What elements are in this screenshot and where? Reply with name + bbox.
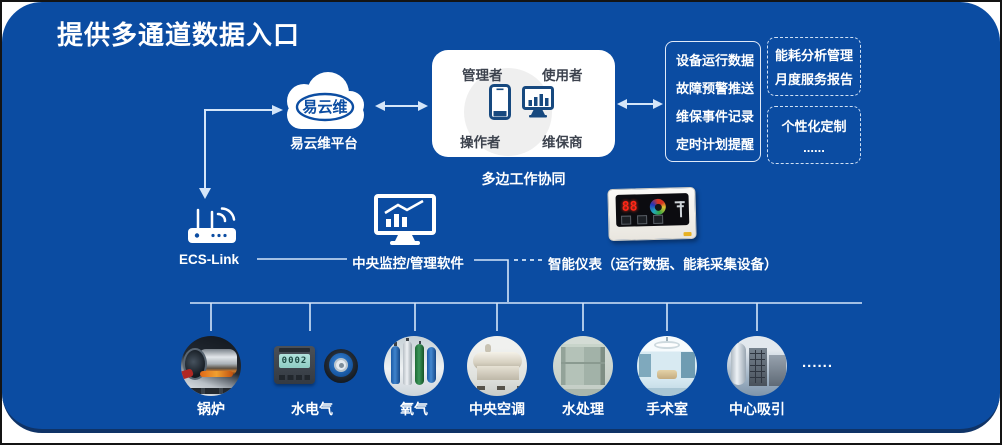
- gas-cylinder: [427, 347, 436, 384]
- smart-meter-panel: 88: [607, 186, 697, 242]
- desktop-bars-icon: [522, 86, 554, 118]
- utility-meter-photo: 0002: [274, 346, 315, 384]
- role-user: 使用者: [542, 68, 583, 83]
- custom-item: 个性化定制: [781, 118, 847, 134]
- cloud-platform-label: 易云维平台: [290, 136, 358, 151]
- meter-button: [637, 215, 648, 225]
- ac-feet: [476, 385, 519, 390]
- gas-cylinder: [391, 345, 400, 384]
- connector-lines: [190, 99, 862, 331]
- meter-top-strip: [279, 348, 310, 352]
- treatment-cabinet: [560, 344, 606, 386]
- meter-button: [621, 215, 632, 225]
- boiler-flame: [200, 371, 233, 377]
- features-box: 设备运行数据 故障预警推送 维保事件记录 定时计划提醒: [665, 41, 761, 162]
- energy-item: 能耗分析管理: [774, 48, 853, 63]
- monitoring-software-label: 中央监控/管理软件: [352, 256, 464, 271]
- ac-pipe: [485, 344, 491, 353]
- cylinder-cap: [393, 342, 397, 347]
- central-ac-photo: [467, 336, 527, 396]
- cloud-icon: 易云维: [287, 72, 364, 129]
- connector-cloud-collab: [375, 101, 428, 111]
- meter-button: [653, 214, 664, 224]
- role-manager: 管理者: [462, 68, 503, 83]
- device-label-oxygen: 氧气: [400, 401, 428, 417]
- slide-background: 提供多通道数据入口 易云维 易云维平台 管理者 使用者 操作者 维保商: [2, 2, 1000, 433]
- monitor-chart-icon: [374, 194, 436, 245]
- gas-cylinder: [415, 343, 425, 385]
- meter-digits: 88: [621, 199, 638, 215]
- oxygen-photo: [384, 336, 444, 396]
- smart-meter-label: 智能仪表（运行数据、能耗采集设备）: [548, 257, 778, 272]
- cabinet-floor: [553, 388, 613, 396]
- connector-collab-features: [617, 99, 663, 109]
- surgical-light: [653, 340, 681, 349]
- device-label-utilities: 水电气: [291, 401, 333, 417]
- gateway-label: ECS-Link: [178, 252, 239, 267]
- boiler-base: [187, 387, 237, 394]
- water-treatment-photo: [553, 336, 613, 396]
- device-label-suction: 中心吸引: [729, 401, 785, 417]
- water-meter-photo: [324, 349, 358, 383]
- suction-tank: [731, 343, 746, 386]
- device-bus-line: [190, 302, 862, 331]
- device-label-boiler: 锅炉: [197, 401, 225, 417]
- device-label-ac: 中央空调: [469, 401, 525, 417]
- surgical-light-arm: [666, 337, 669, 342]
- feature-item: 定时计划提醒: [676, 137, 755, 152]
- cylinder-cap: [418, 340, 422, 345]
- collaboration-caption: 多边工作协同: [481, 171, 566, 187]
- operating-room-photo: [637, 336, 697, 396]
- role-operator: 操作者: [460, 135, 501, 150]
- gas-cylinder: [402, 340, 413, 386]
- custom-item: ......: [803, 139, 825, 155]
- connector-cloud-router: [199, 105, 283, 199]
- or-floor: [637, 387, 697, 396]
- customization-box: 个性化定制 ......: [767, 106, 861, 164]
- energy-item: 月度服务报告: [774, 72, 853, 87]
- device-label-or: 手术室: [646, 401, 688, 417]
- smartphone-icon: [489, 84, 511, 120]
- suction-cabinet: [769, 355, 786, 387]
- water-meter-center: [338, 362, 344, 368]
- or-equipment-right: [680, 351, 696, 378]
- collaboration-box: 管理者 使用者 操作者 维保商: [432, 50, 615, 157]
- device-label-water: 水处理: [562, 401, 604, 417]
- feature-item: 设备运行数据: [676, 53, 755, 68]
- cabinet-seam: [560, 362, 606, 365]
- ac-chiller-tank: [473, 351, 523, 370]
- meter-antenna-icon: [679, 201, 682, 218]
- page-title: 提供多通道数据入口: [57, 20, 301, 50]
- boiler-photo: [181, 336, 241, 396]
- role-maintainer: 维保商: [542, 135, 583, 150]
- suction-cabinet-grid: [749, 350, 766, 383]
- ac-chiller-body: [476, 366, 519, 381]
- feature-item: 故障预警推送: [676, 81, 755, 96]
- meter-gauge-center: [654, 203, 662, 211]
- or-equipment-left: [638, 354, 651, 377]
- router-icon: [188, 207, 236, 243]
- energy-analysis-box: 能耗分析管理 月度服务报告: [767, 37, 861, 96]
- cloud-brand-text: 易云维: [302, 98, 347, 116]
- meter-brand-mark: [683, 231, 692, 237]
- operating-table: [656, 369, 678, 380]
- meter-lcd: 0002: [279, 354, 310, 368]
- cylinder-cap: [406, 337, 410, 342]
- device-ellipsis: ......: [802, 354, 834, 371]
- meter-buttons: [279, 375, 310, 380]
- central-suction-photo: [727, 336, 787, 396]
- connector-monitor-meter-bus: [474, 259, 544, 302]
- suction-tank-cap: [734, 339, 739, 345]
- feature-item: 维保事件记录: [676, 109, 755, 124]
